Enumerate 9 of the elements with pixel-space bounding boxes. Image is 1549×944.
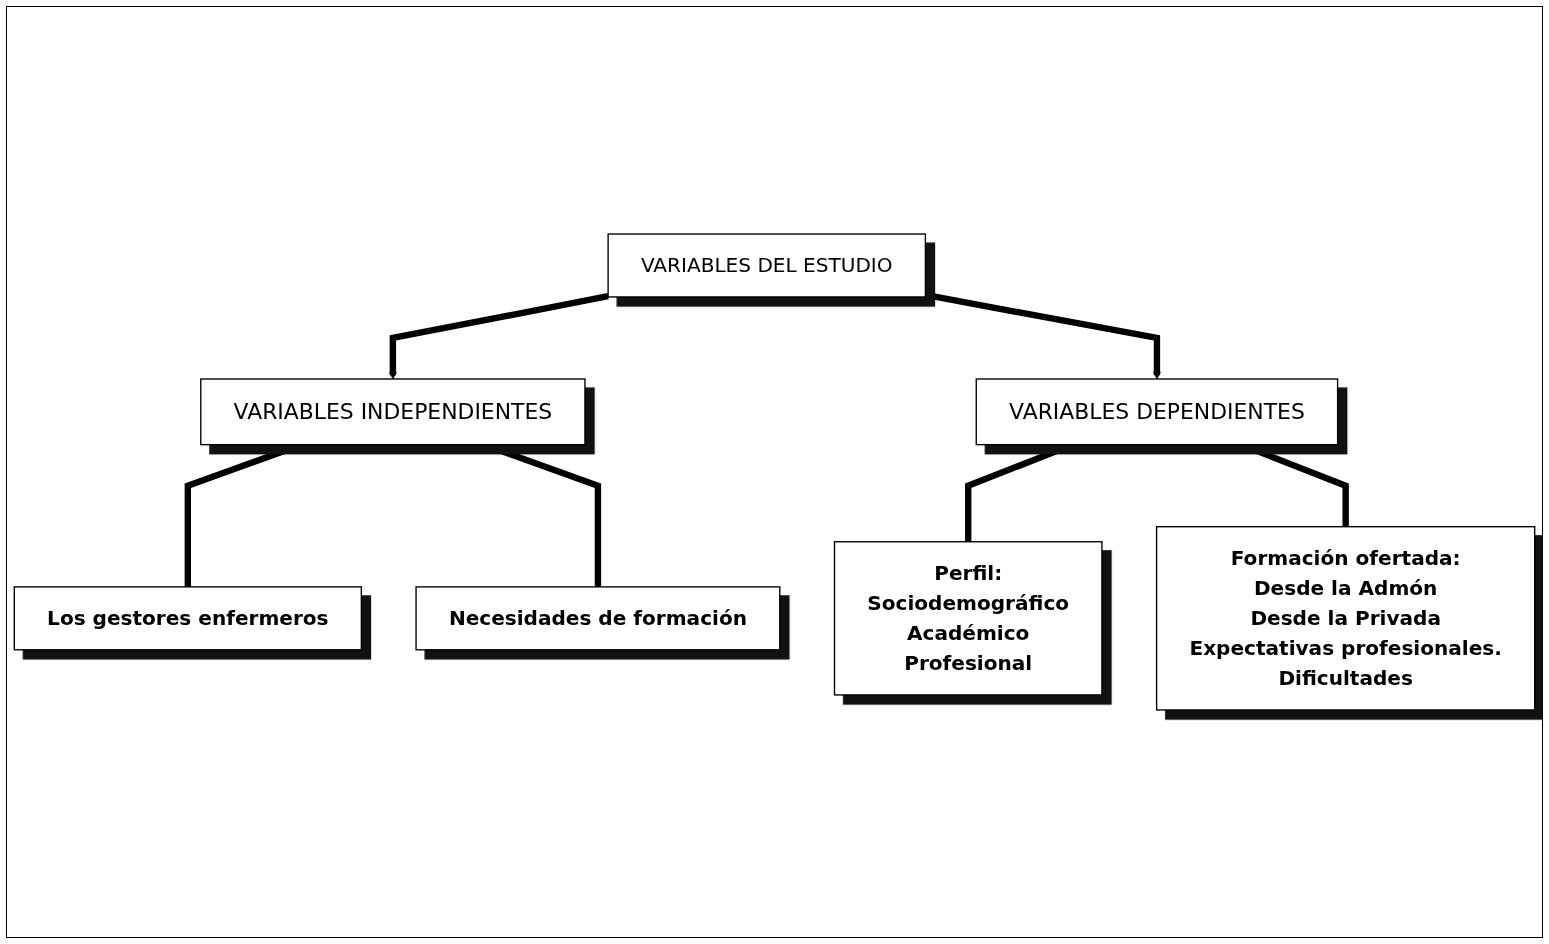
node-box: VARIABLES DEPENDIENTES — [975, 378, 1339, 446]
node-box: Perfil: Sociodemográfico Académico Profesional — [833, 541, 1103, 696]
arrow — [388, 293, 609, 380]
arrow — [924, 291, 1161, 380]
node-box: VARIABLES INDEPENDIENTES — [200, 378, 586, 446]
node-box: Formación ofertada: Desde la Admón Desde la Privada Expectativas profesionales. Dificultades — [1155, 526, 1536, 711]
node-box: Los gestores enfermeros — [13, 586, 363, 651]
node-box: Necesidades de formación — [415, 586, 781, 651]
node-box: VARIABLES DEL ESTUDIO — [607, 233, 927, 298]
